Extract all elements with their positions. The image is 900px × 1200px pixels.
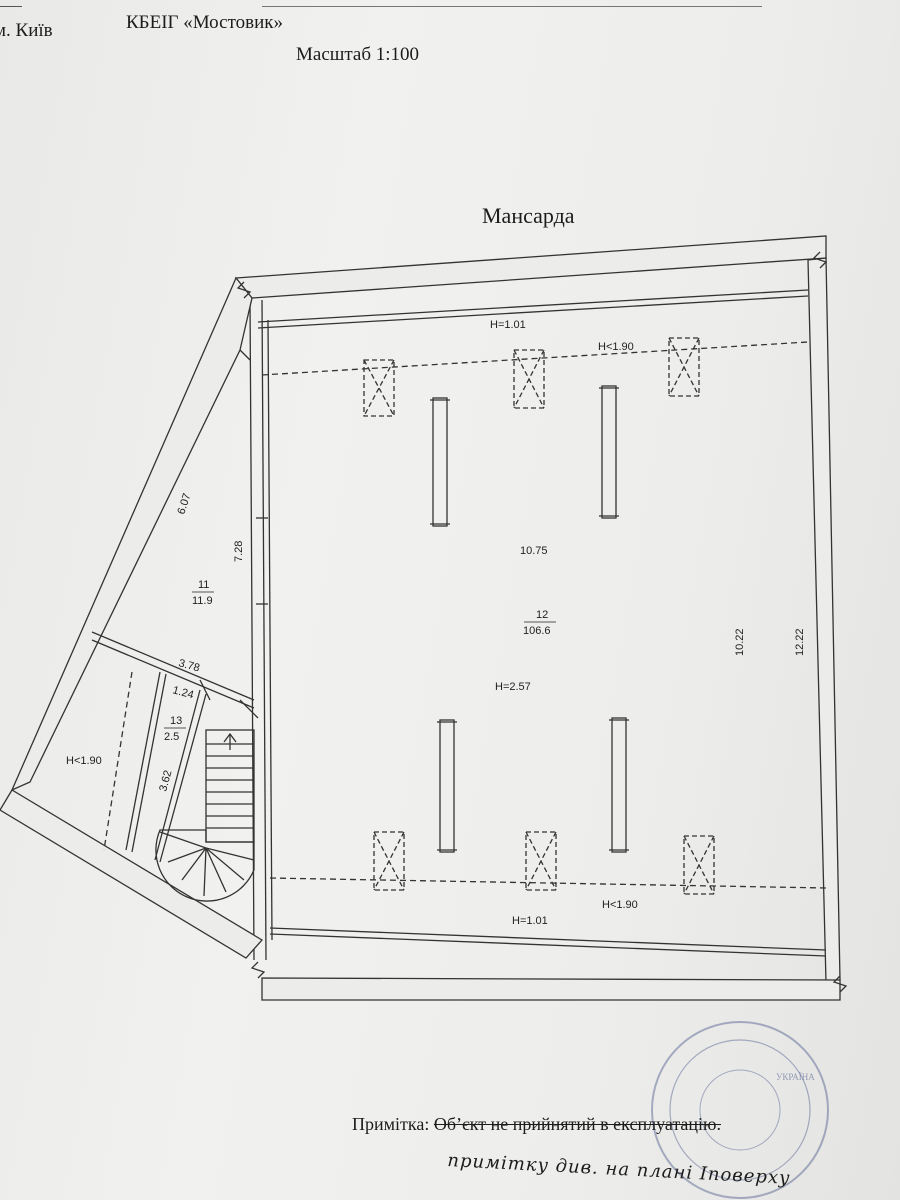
height-label: H<1.90	[602, 899, 638, 911]
break-mark	[236, 281, 252, 299]
height-label: H=1.01	[490, 319, 526, 331]
stamp-text: УКРАЇНА	[776, 1072, 815, 1082]
dimension-label: 12.22	[794, 628, 806, 656]
dimension-label: 3.62	[157, 769, 174, 793]
skylight	[363, 337, 700, 417]
break-mark	[250, 961, 266, 979]
note-label: Примітка:	[352, 1114, 430, 1134]
svg-text:11: 11	[198, 579, 209, 591]
svg-text:13: 13	[170, 715, 182, 727]
header-rule	[0, 0, 22, 7]
header-rule	[262, 6, 762, 7]
dimension-label: 6.07	[175, 492, 193, 516]
organization-label: КБЕІГ «Мостовик»	[126, 12, 284, 33]
note: Примітка: Об’єкт не прийнятий в експлуат…	[352, 1114, 721, 1135]
dimension-label: 1.24	[171, 684, 195, 701]
dimension-label: 7.28	[233, 541, 245, 562]
top-wall	[234, 235, 827, 299]
beam	[430, 385, 629, 853]
plan-title: Мансарда	[482, 203, 575, 228]
svg-text:12: 12	[536, 609, 548, 621]
height-label: H<1.90	[66, 755, 102, 767]
note-struck-text: Об’єкт не прийнятий в експлуатацію.	[433, 1114, 722, 1134]
skylight	[373, 831, 715, 895]
slanted-wall	[0, 789, 264, 959]
svg-text:11.9: 11.9	[192, 595, 213, 607]
scale-label: Масштаб 1:100	[296, 44, 420, 65]
break-mark	[812, 251, 828, 269]
room-label: 11 11.9	[192, 579, 214, 607]
svg-text:2.5: 2.5	[164, 731, 179, 743]
right-wall	[807, 257, 841, 983]
height-label: H<1.90	[598, 341, 634, 353]
bottom-wall	[261, 977, 841, 1001]
svg-text:106.6: 106.6	[523, 625, 551, 637]
break-mark	[832, 975, 848, 993]
height-label: H=2.57	[495, 681, 531, 693]
diagonal-wall	[10, 276, 253, 792]
dimension-label: 10.22	[734, 628, 746, 656]
room-label: 13 2.5	[164, 715, 186, 743]
staircase	[155, 729, 255, 902]
official-stamp-icon: УКРАЇНА	[651, 1021, 829, 1199]
room-label: 12 106.6	[523, 609, 556, 637]
city-label: м. Київ	[0, 20, 53, 41]
dimension-label: 3.78	[177, 657, 201, 674]
height-label: H=1.01	[512, 915, 548, 927]
dimension-label: 10.75	[520, 545, 548, 557]
